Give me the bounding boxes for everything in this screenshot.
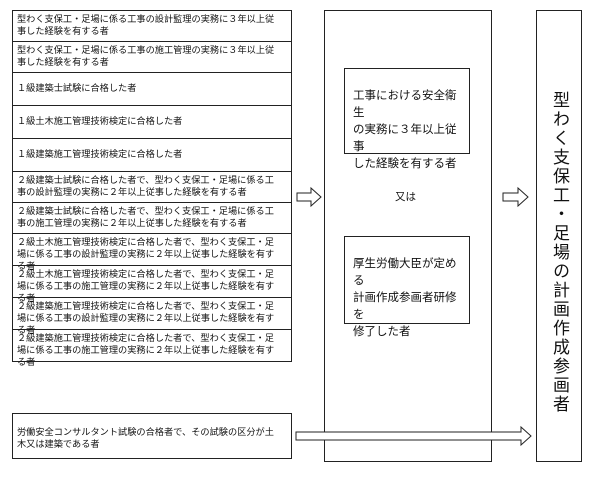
safety-experience-card: 工事における安全衛生 の実務に３年以上従事 した経験を有する者	[344, 68, 470, 170]
arrow-bottom-to-result	[295, 425, 532, 447]
result-label: 型わく支保工・足場の計画作成参画者	[549, 91, 569, 414]
experience-requirement-frame	[324, 10, 492, 462]
qualification-list: 型わく支保工・足場に係る工事の設計監理の実務に３年以上従 事した経験を有する者 …	[12, 10, 292, 368]
qualification-item: ２級建築施工管理技術検定に合格した者で、型わく支保工・足 場に係る工事の施工管理…	[12, 329, 292, 368]
result-box: 型わく支保工・足場の計画作成参画者	[536, 10, 582, 462]
arrow-left-to-middle	[296, 186, 322, 208]
arrow-middle-to-result	[502, 186, 529, 208]
or-label: 又は	[395, 191, 416, 203]
training-completion-card: 厚生労働大臣が定める 計画作成参画者研修を 修了した者	[344, 236, 470, 338]
bottom-qualification: 労働安全コンサルタント試験の合格者で、その試験の区分が土 木又は建築である者	[12, 413, 292, 459]
